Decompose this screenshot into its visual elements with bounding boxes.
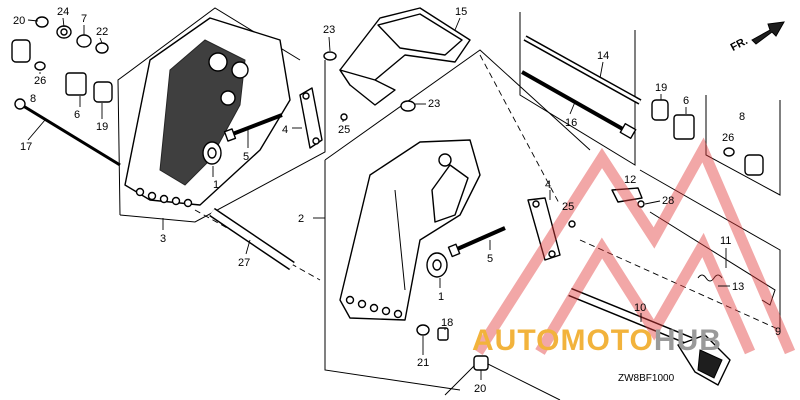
callout-20: 20 xyxy=(13,15,25,27)
callout-3: 3 xyxy=(160,233,166,245)
callout-18: 18 xyxy=(441,317,453,329)
callout-13: 13 xyxy=(732,281,744,293)
direction-indicator: FR. xyxy=(729,21,785,54)
callout-8: 8 xyxy=(30,93,36,105)
callout-16: 16 xyxy=(565,117,577,129)
direction-label: FR. xyxy=(729,35,750,54)
tilt-link-left xyxy=(299,87,323,149)
diagram-code: ZW8BF1000 xyxy=(618,373,675,384)
tilt-link-right xyxy=(527,197,561,261)
callout-26: 26 xyxy=(34,75,46,87)
callout-8: 8 xyxy=(739,111,745,123)
callout-25: 25 xyxy=(562,201,574,213)
bolt-right xyxy=(447,226,506,258)
callout-11: 11 xyxy=(720,235,731,247)
callout-26: 26 xyxy=(722,132,734,144)
front-arrow-icon xyxy=(751,21,785,45)
long-bolt xyxy=(14,98,121,167)
swivel-frame xyxy=(339,7,471,106)
lock-plate xyxy=(611,187,643,203)
watermark-brand-part2: HUB xyxy=(654,324,722,357)
tilt-lock-lever xyxy=(649,211,776,306)
callout-15: 15 xyxy=(455,6,467,18)
lock-grip xyxy=(677,334,731,386)
bolt-left xyxy=(223,113,283,142)
callout-5: 5 xyxy=(487,253,493,265)
through-bolt xyxy=(521,70,637,140)
callout-19: 19 xyxy=(655,82,667,94)
callout-23: 23 xyxy=(428,98,440,110)
stern-bracket-left xyxy=(124,17,291,208)
rod xyxy=(209,207,295,271)
callout-1: 1 xyxy=(213,179,219,191)
callout-23: 23 xyxy=(323,24,335,36)
callout-17: 17 xyxy=(20,141,32,153)
callout-21: 21 xyxy=(417,357,429,369)
callout-27: 27 xyxy=(238,257,250,269)
callout-9: 9 xyxy=(775,326,781,338)
callout-12: 12 xyxy=(624,174,636,186)
callout-7: 7 xyxy=(81,13,87,25)
callout-19: 19 xyxy=(96,121,108,133)
leader-lines xyxy=(27,17,730,380)
stern-bracket-right xyxy=(339,139,481,321)
small-parts xyxy=(11,16,764,371)
callout-10: 10 xyxy=(634,302,646,314)
callout-1: 1 xyxy=(438,291,444,303)
callout-4: 4 xyxy=(282,124,288,136)
callout-28: 28 xyxy=(662,195,674,207)
callout-22: 22 xyxy=(96,26,108,38)
callout-4: 4 xyxy=(545,179,551,191)
spring xyxy=(697,274,723,282)
callout-14: 14 xyxy=(597,50,609,62)
callout-6: 6 xyxy=(74,109,80,121)
lock-rod xyxy=(568,287,702,350)
callout-6: 6 xyxy=(683,95,689,107)
watermark-logo xyxy=(473,137,796,355)
tilt-shaft xyxy=(523,35,642,105)
callout-labels: 20 24 7 22 26 8 6 19 17 3 1 5 4 25 23 23… xyxy=(13,6,781,395)
callout-2: 2 xyxy=(298,213,304,225)
callout-25: 25 xyxy=(338,124,350,136)
watermark-brand: AUTOMOTOHUB xyxy=(472,324,722,357)
callout-20: 20 xyxy=(474,383,486,395)
callout-5: 5 xyxy=(243,151,249,163)
callout-24: 24 xyxy=(57,6,69,18)
watermark-brand-part1: AUTOMOTO xyxy=(472,324,654,357)
